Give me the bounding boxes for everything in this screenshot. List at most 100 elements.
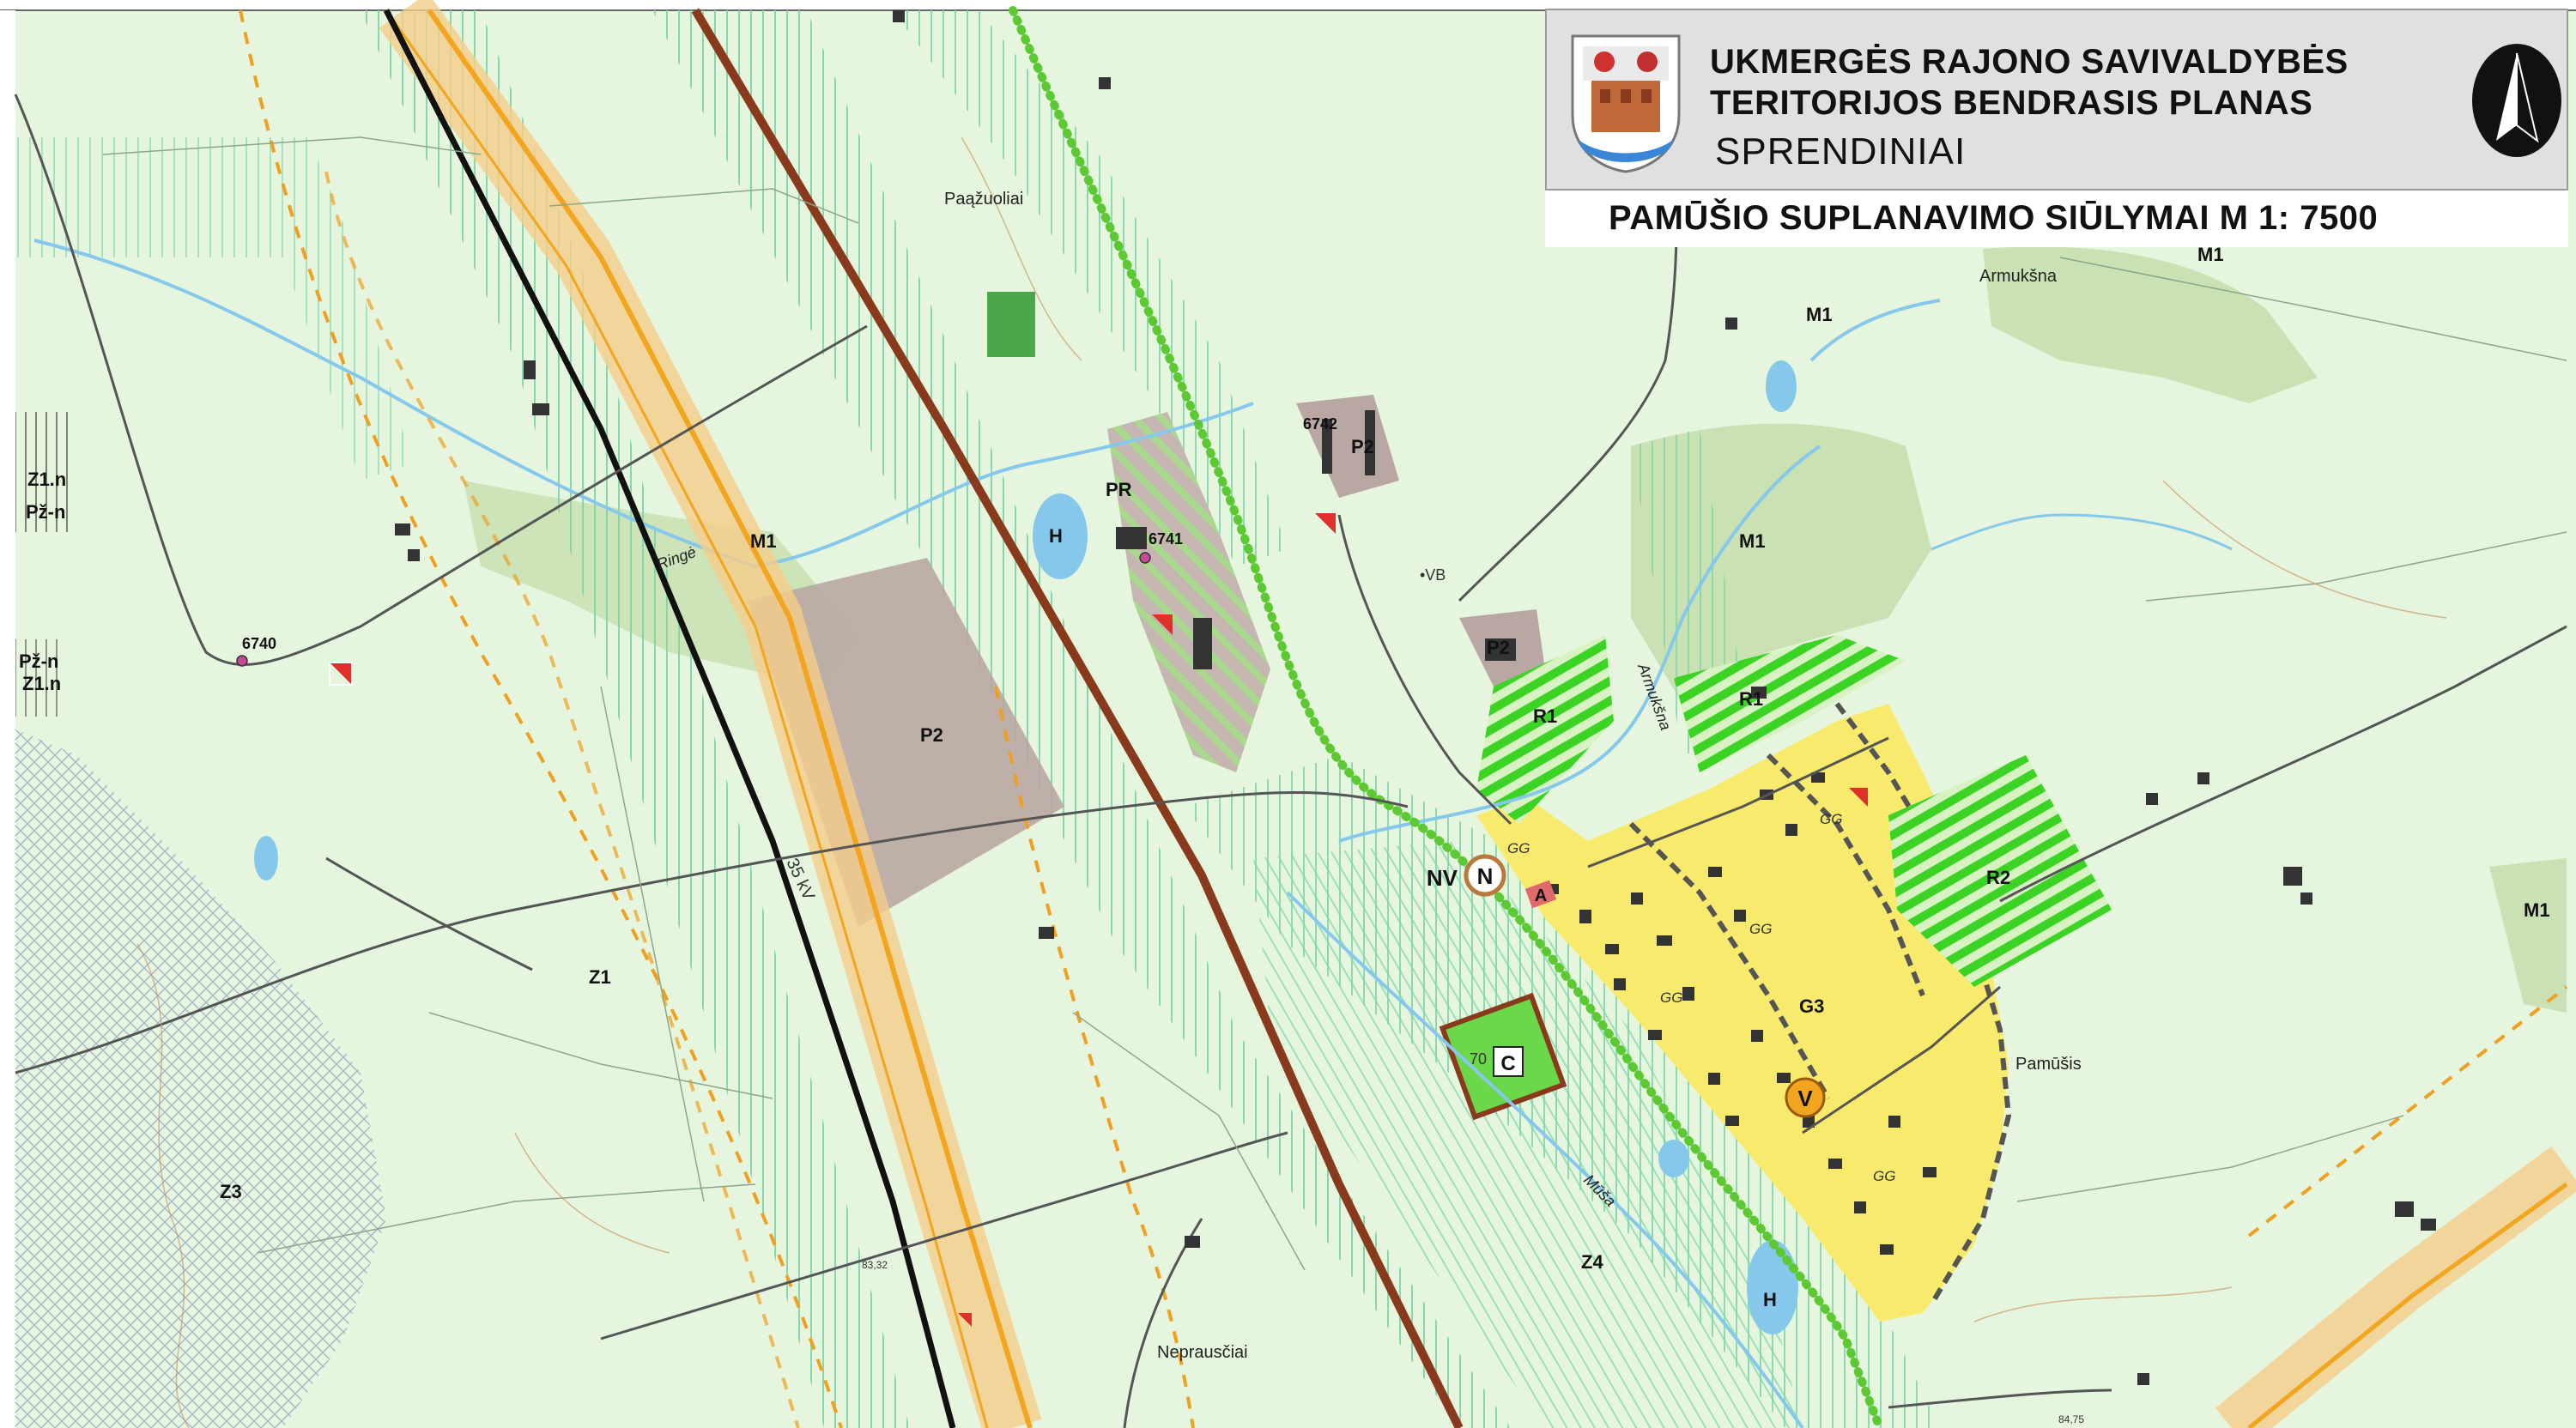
top-border [0, 0, 2576, 10]
highway-centreline [427, 9, 1033, 1428]
zone-r1-west [1476, 635, 1614, 824]
z1n-hatch-block [15, 412, 76, 532]
label-h-north: H [1049, 525, 1063, 547]
label-p2-north: P2 [1351, 436, 1374, 457]
subtitle-bar: PAMŪŠIO SUPLANAVIMO SIŪLYMAI M 1: 7500 [1545, 191, 2568, 247]
power-line-35kv [383, 9, 956, 1428]
a-marker-letter: A [1535, 886, 1547, 905]
title-block: UKMERGĖS RAJONO SAVIVALDYBĖS TERITORIJOS… [1545, 9, 2568, 191]
nv-marker-letter: N [1477, 863, 1494, 889]
hatch-corridor-highway [361, 10, 910, 1428]
pond-small [1658, 1140, 1689, 1177]
zone-p2-big [747, 558, 1064, 927]
nv-marker[interactable] [1464, 854, 1506, 897]
title-line-3: SPRENDINIAI [1715, 130, 1967, 172]
railway-line [691, 8, 1464, 1428]
label-m1-east: M1 [2524, 899, 2550, 921]
river-ringe [33, 239, 1254, 569]
pzn-hatch-block [15, 639, 58, 717]
label-gg5: GG [1873, 1168, 1895, 1184]
highway-east-line [2247, 1182, 2568, 1428]
label-r1-east: R1 [1739, 688, 1763, 710]
label-z1n-top: Z1.n [27, 469, 66, 490]
place-neprausciai: Neprausčiai [1157, 1343, 1248, 1362]
zone-r2 [1888, 755, 2112, 987]
hatch-corridor-rail [652, 10, 1511, 1428]
boundary-centre [994, 686, 1195, 1428]
pond-south [1747, 1240, 1798, 1334]
label-p2-mid: P2 [1487, 637, 1510, 658]
c-marker-letter: C [1500, 1052, 1515, 1075]
cycle-route [1009, 6, 1884, 1428]
label-p2-big: P2 [920, 724, 943, 746]
highway-edge [385, 9, 989, 1428]
hatch-corridor-north [893, 10, 1288, 566]
map-subtitle: PAMŪŠIO SUPLANAVIMO SIŪLYMAI M 1: 7500 [1609, 199, 2379, 237]
code-6742: 6742 [1303, 415, 1337, 433]
river-northeast [1809, 299, 1941, 362]
highway-east-band [2215, 1146, 2576, 1428]
place-pazuoliai: Paąžuoliai [944, 190, 1023, 209]
boundary-west-2 [324, 171, 800, 1428]
title-line-2: TERITORIJOS BENDRASIS PLANAS [1710, 84, 2313, 122]
label-m1-centre: M1 [1739, 530, 1766, 552]
label-gg2: GG [1820, 811, 1842, 827]
boundary-east [2247, 985, 2568, 1237]
point-6741 [1139, 552, 1151, 564]
boundary-west-1 [239, 9, 843, 1428]
river-armuksna [1338, 445, 1821, 843]
c-marker[interactable] [1493, 1046, 1524, 1077]
point-6740 [236, 655, 248, 667]
code-70: 70 [1470, 1050, 1487, 1068]
code-6740: 6740 [242, 635, 276, 652]
parcel-lines [102, 136, 2567, 1271]
label-g3: G3 [1799, 995, 1824, 1017]
elevation-1: 83,32 [862, 1259, 888, 1271]
a-marker[interactable] [1524, 880, 1557, 909]
label-z1: Z1 [589, 966, 611, 988]
gg-boundary-3 [1766, 753, 1925, 997]
pond-west [254, 836, 278, 880]
label-z4: Z4 [1581, 1251, 1603, 1273]
label-h-south: H [1763, 1289, 1777, 1310]
label-gg4: GG [1660, 989, 1682, 1006]
nv-marker-label: NV [1427, 865, 1458, 891]
red-triangle-markers [329, 513, 1868, 1327]
label-r2: R2 [1986, 867, 2010, 888]
label-m1-ne1: M1 [1806, 304, 1833, 325]
cemetery-north [987, 292, 1035, 357]
label-gg1: GG [1507, 840, 1530, 856]
zone-r1-east [1674, 635, 1906, 772]
zone-pr [1107, 412, 1270, 772]
contour-lines [136, 136, 2447, 1428]
gg-boundary-2 [1628, 821, 1831, 1100]
ukmerge-coat-of-arms-icon [1571, 34, 1681, 173]
local-roads [14, 51, 2567, 1428]
forest-ne [1983, 246, 2318, 403]
scattered-buildings [395, 10, 2436, 1385]
v-marker-letter: V [1797, 1086, 1813, 1111]
river-east [1930, 513, 2233, 551]
elevation-2: 84,75 [2058, 1413, 2084, 1425]
label-z3: Z3 [220, 1181, 242, 1202]
hatch-corridor-west [15, 137, 412, 481]
highway-band [379, 0, 1042, 1428]
zone-z3-area [15, 729, 386, 1428]
gg-boundary-1 [1834, 702, 2012, 1306]
label-r1-west: R1 [1533, 705, 1557, 727]
forest-east [2489, 858, 2567, 1013]
v-marker[interactable] [1785, 1077, 1826, 1118]
code-vb: •VB [1420, 566, 1446, 584]
label-pzn-top: Pž-n [26, 501, 65, 523]
label-pr: PR [1106, 479, 1132, 500]
code-6741: 6741 [1149, 530, 1183, 548]
pond-north [1033, 493, 1088, 579]
pond-ne [1766, 360, 1797, 412]
label-z1n-left: Z1.n [22, 673, 61, 694]
label-pzn-left: Pž-n [19, 650, 58, 672]
label-m1-west: M1 [750, 530, 777, 552]
place-pamusis: Pamūšis [2015, 1055, 2082, 1074]
label-gg3: GG [1749, 921, 1772, 937]
left-border [0, 10, 15, 1428]
north-arrow-icon [2472, 44, 2561, 157]
